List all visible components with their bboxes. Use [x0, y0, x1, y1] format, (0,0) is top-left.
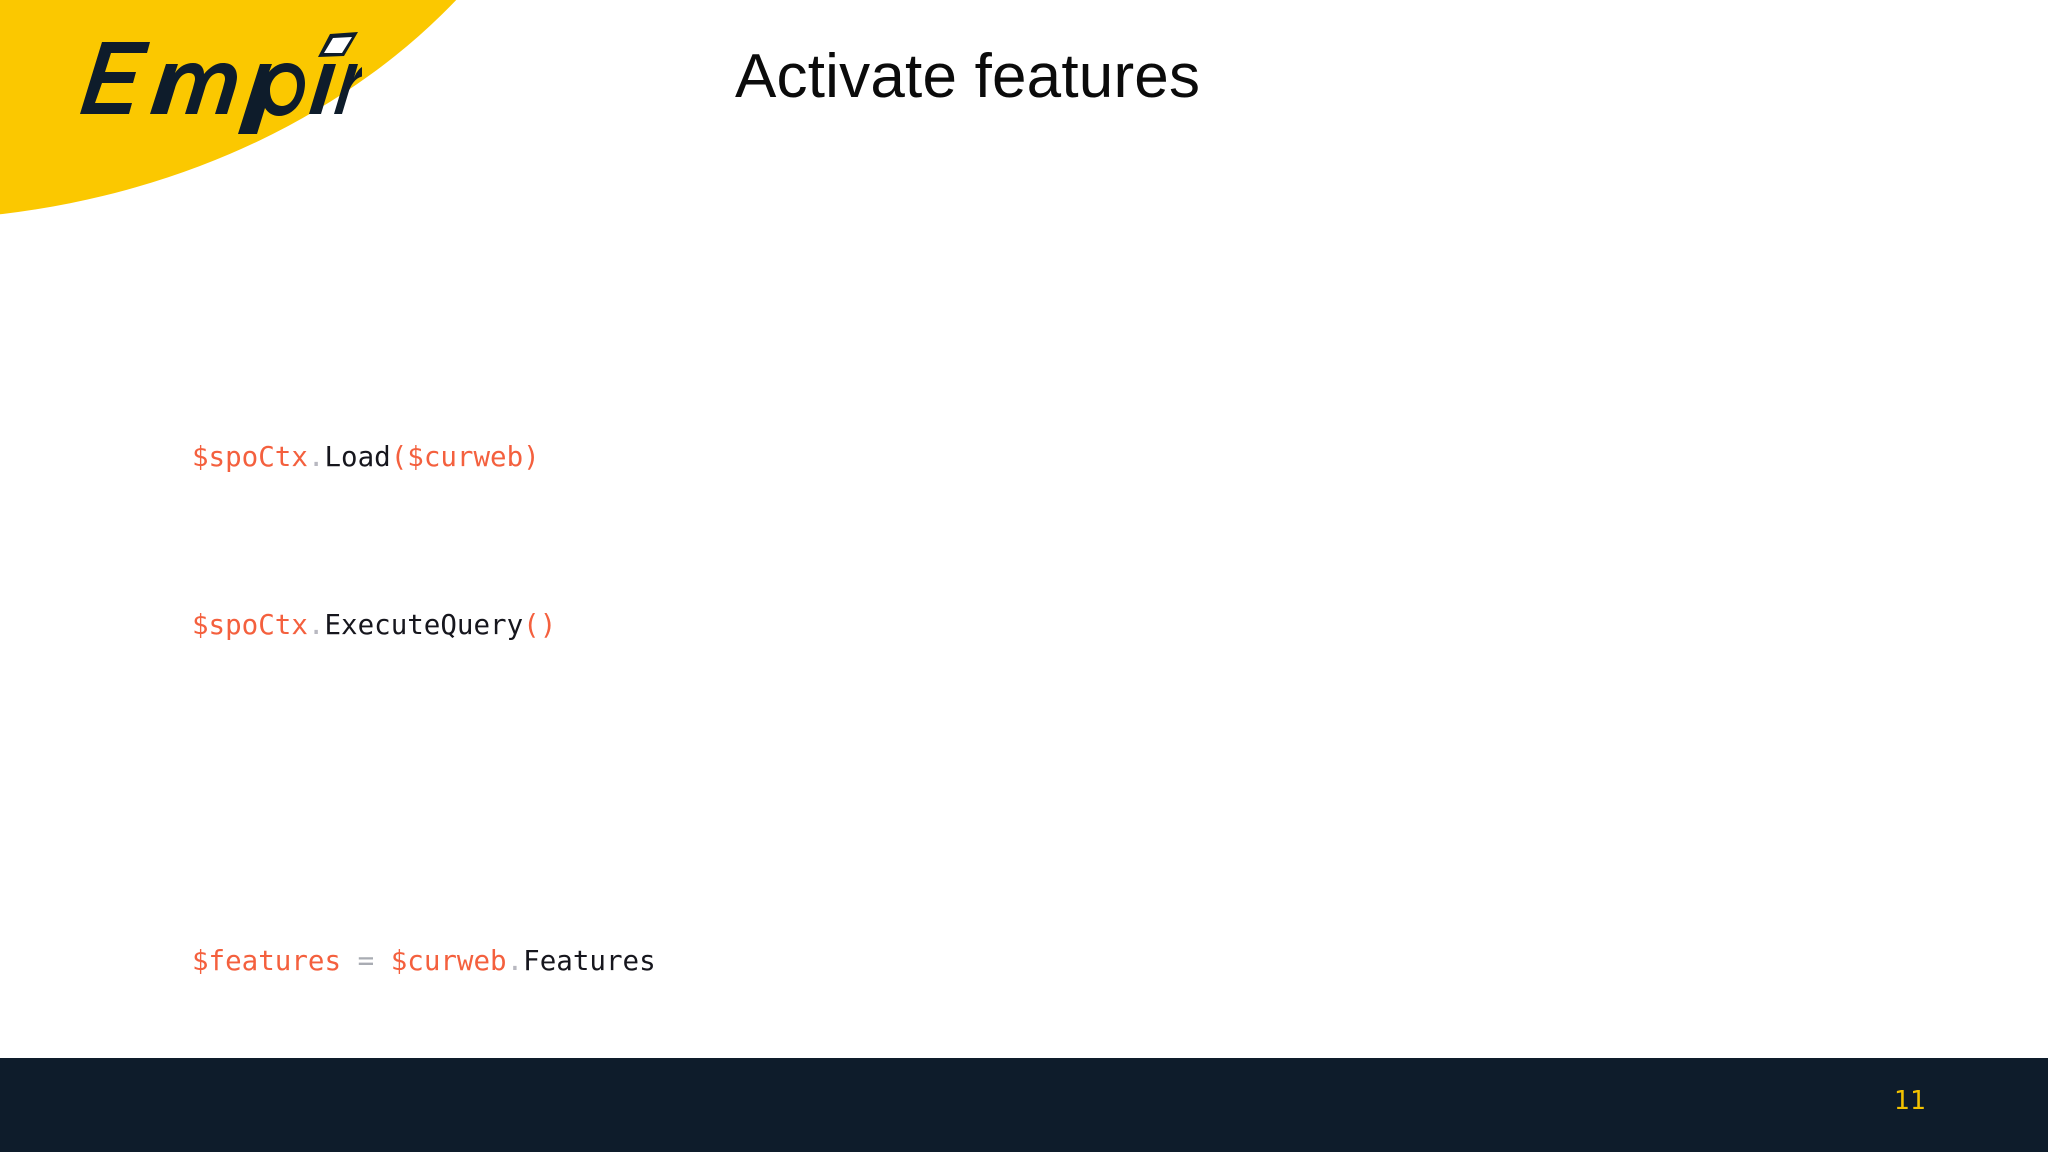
code-block: $spoCtx.Load($curweb) $spoCtx.ExecuteQue… [192, 310, 1616, 1152]
code-line: $features = $curweb.Features [192, 940, 1616, 982]
code-token-parens: () [523, 609, 557, 641]
code-token-operator: = [357, 945, 375, 977]
code-line: $spoCtx.ExecuteQuery() [192, 604, 1616, 646]
code-token-variable: $curweb [390, 945, 507, 977]
code-token-dot: . [307, 609, 325, 641]
page-title: Activate features [735, 42, 1201, 111]
code-token-variable: $features [192, 945, 342, 977]
empired-logo [62, 26, 362, 136]
code-token-method: ExecuteQuery [324, 609, 524, 641]
footer-bar [0, 1058, 2048, 1152]
code-token-dot: . [307, 441, 325, 473]
code-token-variable: $spoCtx [192, 609, 308, 641]
page-number: 11 [1893, 1086, 1926, 1116]
code-token-paren-close: ) [523, 441, 540, 473]
code-line-blank [192, 772, 1616, 814]
code-token-variable: $spoCtx [192, 441, 308, 473]
code-token-dot: . [506, 945, 524, 977]
code-token-method: Load [324, 441, 391, 473]
code-token-argument: $curweb [407, 441, 524, 473]
code-token-property: Features [523, 945, 656, 977]
code-line: $spoCtx.Load($curweb) [192, 436, 1616, 478]
code-token-paren-open: ( [390, 441, 408, 473]
